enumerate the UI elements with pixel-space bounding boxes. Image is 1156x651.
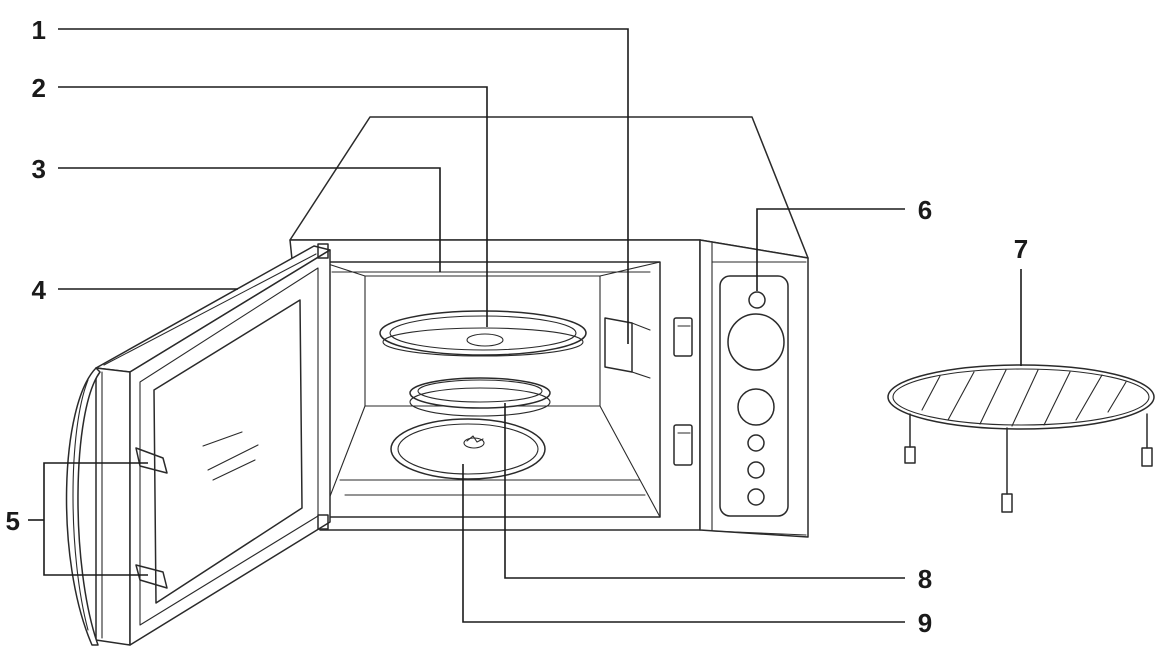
leader-5-bracket <box>43 462 148 576</box>
control-panel-frame <box>719 275 789 517</box>
callout-labels: 1 2 3 4 5 6 7 8 9 <box>6 15 1029 638</box>
leader-8 <box>504 403 905 579</box>
label-7: 7 <box>1014 234 1028 264</box>
cabinet-top <box>289 116 809 259</box>
indicator-light <box>748 291 766 309</box>
leader-6 <box>756 208 905 291</box>
panel-button-1 <box>747 434 765 452</box>
latch-hook-upper <box>135 447 168 474</box>
door-latches <box>673 317 693 466</box>
latch-slot-upper <box>673 317 693 357</box>
label-9: 9 <box>918 608 932 638</box>
label-1: 1 <box>32 15 46 45</box>
label-3: 3 <box>32 154 46 184</box>
leader-3 <box>58 167 441 272</box>
leader-9 <box>462 464 905 623</box>
leader-1 <box>58 28 629 344</box>
label-8: 8 <box>918 564 932 594</box>
panel-button-3 <box>747 488 765 506</box>
control-panel <box>719 275 789 517</box>
glass-tray <box>379 310 587 357</box>
grill-rack <box>887 364 1155 513</box>
roller-ring <box>409 377 551 417</box>
door-handle <box>65 367 101 646</box>
door-front-edge <box>95 367 131 646</box>
door-hinge-top <box>317 243 329 259</box>
door-window <box>153 299 303 604</box>
turntable-shaft-plate <box>390 418 546 480</box>
door-inner-panel <box>129 249 331 646</box>
leader-2 <box>58 86 488 327</box>
label-6: 6 <box>918 195 932 225</box>
label-2: 2 <box>32 73 46 103</box>
leader-lines <box>28 28 1022 623</box>
latch-slot-lower <box>673 424 693 466</box>
power-knob <box>727 313 785 371</box>
label-4: 4 <box>32 275 47 305</box>
label-5: 5 <box>6 506 20 536</box>
panel-button-2 <box>747 461 765 479</box>
door-hinge-bottom <box>317 514 329 530</box>
timer-knob <box>737 388 775 426</box>
microwave-door <box>65 243 331 646</box>
